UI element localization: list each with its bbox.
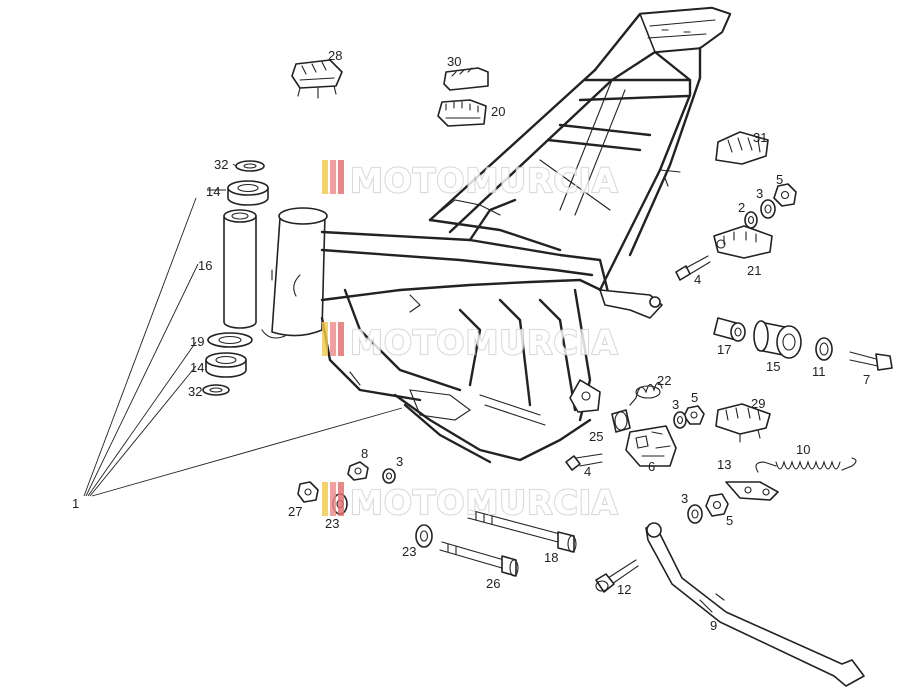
callout-1: 1 xyxy=(72,496,79,511)
callout-22: 22 xyxy=(657,373,671,388)
callout-28: 28 xyxy=(328,48,342,63)
callout-5-top: 5 xyxy=(776,172,783,187)
washer-3-lower-left xyxy=(382,468,396,484)
callout-3-lower-left: 3 xyxy=(396,454,403,469)
callout-23-lower: 23 xyxy=(402,544,416,559)
washer-11 xyxy=(815,337,833,361)
bolt-18 xyxy=(467,509,577,553)
callout-12: 12 xyxy=(617,582,631,597)
callout-29: 29 xyxy=(751,396,765,411)
watermark-text-1: MOTOMURCIA xyxy=(350,161,619,200)
watermark-row-2: MOTOMURCIA xyxy=(322,322,619,363)
part-21-footrest xyxy=(713,225,773,259)
nut-5-middle xyxy=(683,405,705,425)
washer-3-middle xyxy=(673,411,687,429)
nut-5-upper xyxy=(773,183,797,207)
callout-7: 7 xyxy=(863,372,870,387)
bolt-12 xyxy=(595,559,639,593)
washer-32-top xyxy=(235,160,265,172)
callout-21: 21 xyxy=(747,263,761,278)
callout-18: 18 xyxy=(544,550,558,565)
part-30-footrest-pad xyxy=(443,67,489,91)
part-28-footrest-pad xyxy=(291,59,343,99)
washer-3-upper xyxy=(760,199,776,219)
callout-16: 16 xyxy=(198,258,212,273)
callout-19: 19 xyxy=(190,334,204,349)
callout-13: 13 xyxy=(717,457,731,472)
bolt-4-upper xyxy=(675,255,711,281)
callout-4-lower: 4 xyxy=(584,464,591,479)
nut-8 xyxy=(347,461,369,481)
watermark-text-3: MOTOMURCIA xyxy=(350,483,619,522)
callout-32-bottom: 32 xyxy=(188,384,202,399)
callout-27: 27 xyxy=(288,504,302,519)
watermark-row-3: MOTOMURCIA xyxy=(322,482,619,523)
bracket-13 xyxy=(725,481,779,501)
callout-2: 2 xyxy=(738,200,745,215)
callout-3-middle: 3 xyxy=(672,397,679,412)
callout-14-bottom: 14 xyxy=(190,360,204,375)
callout-11: 11 xyxy=(812,364,826,379)
frame xyxy=(261,6,732,464)
callout-5-lower-right: 5 xyxy=(726,513,733,528)
callout-3-lower-right: 3 xyxy=(681,491,688,506)
callout-26: 26 xyxy=(486,576,500,591)
callout-25: 25 xyxy=(589,429,603,444)
spring-10 xyxy=(755,457,857,473)
part-31-footrest-pad xyxy=(715,131,769,165)
tube-16 xyxy=(223,209,257,329)
callout-14-top: 14 xyxy=(206,184,220,199)
callout-4-top: 4 xyxy=(694,272,701,287)
bush-25 xyxy=(611,409,631,433)
callout-31: 31 xyxy=(753,130,767,145)
callout-5-middle: 5 xyxy=(691,390,698,405)
part-29-footrest-pad xyxy=(715,403,771,443)
callout-20: 20 xyxy=(491,104,505,119)
part-20-footrest xyxy=(437,99,487,127)
bush-15 xyxy=(753,320,802,359)
leader-lines xyxy=(83,163,403,497)
bolt-7 xyxy=(849,351,893,371)
callout-15: 15 xyxy=(766,359,780,374)
nut-27 xyxy=(297,481,319,503)
callout-9: 9 xyxy=(710,618,717,633)
bush-17 xyxy=(713,317,746,342)
callout-3-top: 3 xyxy=(756,186,763,201)
bolt-4-lower xyxy=(565,453,603,471)
callout-17: 17 xyxy=(717,342,731,357)
watermark-text-2: MOTOMURCIA xyxy=(350,323,619,362)
callout-labels: 28 30 20 31 5 3 2 21 4 32 14 16 19 14 32… xyxy=(72,48,870,633)
washer-2 xyxy=(744,211,758,229)
seal-19 xyxy=(207,332,253,348)
callout-23-upper: 23 xyxy=(325,516,339,531)
bolt-26 xyxy=(439,541,519,577)
side-stand-9 xyxy=(645,522,865,687)
part-6-footrest xyxy=(625,425,677,467)
callout-32-top: 32 xyxy=(214,157,228,172)
spring-22 xyxy=(629,381,663,406)
callout-10: 10 xyxy=(796,442,810,457)
washer-3-lower-right xyxy=(687,504,703,524)
callout-6: 6 xyxy=(648,459,655,474)
washer-32-bottom xyxy=(202,384,230,396)
callout-8: 8 xyxy=(361,446,368,461)
watermark-row-1: MOTOMURCIA xyxy=(322,160,619,201)
watermark: MOTOMURCIA MOTOMURCIA MOTOMURCIA xyxy=(322,160,619,523)
washer-23-lower xyxy=(415,524,433,548)
nut-5-lower-right xyxy=(705,493,729,517)
bearing-14-top xyxy=(227,180,269,206)
callout-30: 30 xyxy=(447,54,461,69)
bearing-14-bottom xyxy=(205,352,247,378)
